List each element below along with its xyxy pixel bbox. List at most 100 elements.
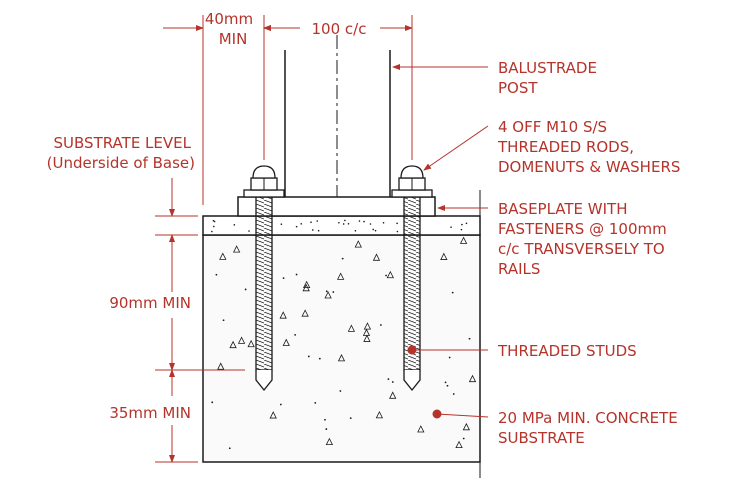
- baseplate-label-line2: FASTENERS @ 100mm: [498, 220, 667, 238]
- baseplate-label-line4: RAILS: [498, 260, 540, 278]
- aggregate-mark: [324, 291, 332, 299]
- aggregate-dot: [215, 273, 218, 276]
- bedding-dot: [233, 224, 236, 226]
- bedding-dot: [211, 230, 213, 233]
- bedding-dot: [396, 230, 399, 233]
- aggregate-dot: [325, 428, 328, 430]
- aggregate-mark: [354, 240, 362, 248]
- aggregate-dot: [222, 319, 225, 322]
- substrate-level-line2: (Underside of Base): [47, 154, 195, 172]
- dimension-100cc: [263, 15, 413, 160]
- aggregate-mark: [247, 339, 255, 348]
- bedding-dot: [460, 228, 463, 231]
- aggregate-mark: [389, 391, 397, 399]
- dome-nut-right: [391, 165, 433, 198]
- concrete-label-line1: 20 MPa MIN. CONCRETE: [498, 409, 678, 427]
- concrete-substrate: [202, 234, 481, 463]
- bedding-dot: [295, 225, 298, 228]
- aggregate-dot: [341, 257, 344, 260]
- aggregate-mark: [468, 374, 477, 383]
- aggregate-dot: [294, 334, 297, 336]
- aggregate-dot: [452, 393, 455, 395]
- bedding-dot: [461, 223, 463, 226]
- aggregate-dot: [451, 291, 454, 294]
- aggregate-mark: [386, 270, 394, 279]
- aggregate-mark: [217, 362, 225, 370]
- bedding-dot: [317, 229, 320, 232]
- aggregate-dot: [332, 291, 335, 293]
- aggregate-mark: [363, 334, 371, 342]
- edge-dim-line2: MIN: [219, 30, 248, 48]
- aggregate-mark: [237, 336, 246, 344]
- bedding-dot: [316, 220, 319, 222]
- bedding-dot: [311, 229, 314, 231]
- aggregate-mark: [301, 309, 309, 317]
- aggregate-mark: [302, 283, 310, 292]
- cover-depth-label: 35mm MIN: [109, 404, 191, 422]
- embed-depth-label: 90mm MIN: [109, 294, 191, 312]
- aggregate-dot: [282, 277, 285, 280]
- aggregate-mark: [325, 437, 334, 446]
- aggregate-mark: [282, 338, 290, 346]
- bedding-layer: [202, 215, 481, 236]
- bedding-dot: [396, 222, 398, 225]
- bedding-dot: [363, 220, 365, 223]
- aggregate-mark: [417, 425, 425, 433]
- threaded-rod-left: [255, 193, 273, 392]
- leader-studs: [407, 345, 488, 355]
- aggregate-mark: [337, 272, 345, 280]
- aggregate-dot: [325, 290, 328, 293]
- aggregate-mark: [219, 252, 227, 260]
- bedding-dot: [358, 220, 361, 222]
- bedding-dot: [213, 225, 215, 228]
- leader-rods: [423, 125, 489, 171]
- bedding-dot: [338, 221, 340, 224]
- dimension-vertical: [155, 178, 245, 463]
- aggregate-dot: [448, 356, 451, 359]
- aggregate-dot: [462, 437, 465, 440]
- bedding-dot: [310, 221, 312, 224]
- post-label-line2: POST: [498, 79, 538, 97]
- aggregate-mark: [279, 311, 287, 319]
- bedding-dot: [354, 230, 357, 232]
- aggregate-dot: [380, 324, 382, 326]
- aggregate-mark: [337, 353, 346, 362]
- bedding-dot: [374, 229, 377, 232]
- base-plate: [237, 196, 436, 217]
- concrete-aggregate: [211, 236, 477, 450]
- bedding-dot: [213, 220, 216, 223]
- aggregate-dot: [349, 417, 352, 420]
- bedding-dot: [300, 223, 303, 225]
- aggregate-mark: [363, 322, 372, 330]
- aggregate-mark: [229, 340, 237, 349]
- aggregate-mark: [440, 252, 448, 260]
- post-centres-label: 100 c/c: [312, 20, 367, 38]
- aggregate-dot: [314, 401, 317, 404]
- aggregate-dot: [468, 337, 471, 340]
- rods-label-line2: THREADED RODS,: [497, 138, 634, 156]
- bedding-dot: [382, 221, 385, 224]
- leader-concrete: [432, 409, 489, 419]
- bedding-dot: [212, 219, 215, 222]
- aggregate-dot: [444, 381, 447, 384]
- aggregate-mark: [303, 280, 311, 289]
- aggregate-dot: [295, 273, 298, 276]
- edge-dim-line1: 40mm: [205, 10, 253, 28]
- bedding-dot: [248, 230, 250, 232]
- baseplate-label-line1: BASEPLATE WITH: [498, 200, 628, 218]
- aggregate-dot: [318, 357, 321, 360]
- balustrade-post: [284, 35, 391, 197]
- bedding-dot: [347, 222, 350, 225]
- aggregate-dot: [339, 390, 342, 392]
- substrate-level-line1: SUBSTRATE LEVEL: [54, 134, 192, 152]
- bedding-dot: [344, 219, 346, 222]
- aggregate-dot: [391, 381, 394, 383]
- aggregate-dot: [446, 384, 449, 387]
- aggregate-mark: [455, 440, 463, 449]
- bedding-dot: [280, 223, 283, 225]
- threaded-rod-right: [403, 193, 421, 392]
- aggregate-dot: [211, 401, 214, 404]
- bedding-dot: [342, 223, 345, 225]
- rods-label-line3: DOMENUTS & WASHERS: [498, 158, 680, 176]
- aggregate-mark: [375, 410, 384, 419]
